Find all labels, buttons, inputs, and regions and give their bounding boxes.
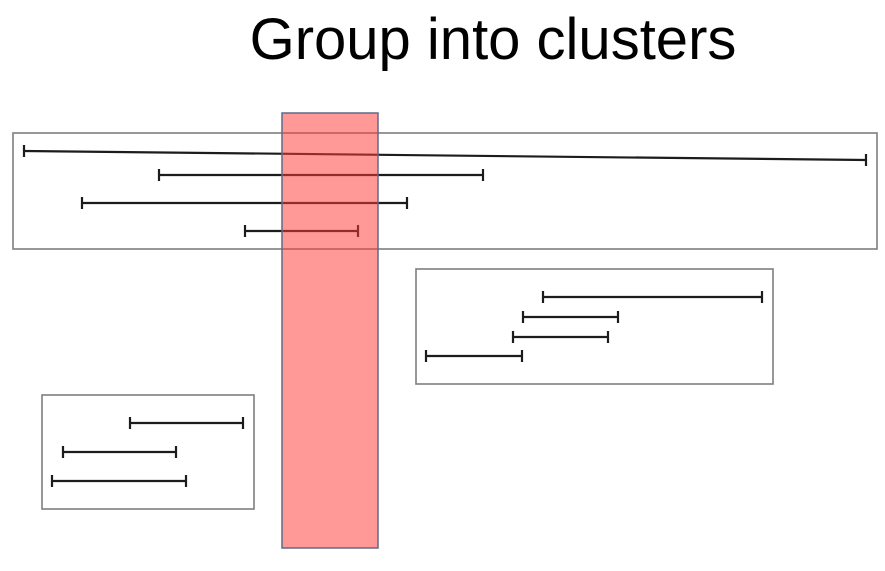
cluster-box-2 [415,268,774,385]
segment-1-1 [23,149,867,162]
cluster-box-1 [12,132,878,250]
cluster-box-3 [41,394,255,510]
diagram-title: Group into clusters [249,7,737,72]
highlight-band [281,112,379,549]
